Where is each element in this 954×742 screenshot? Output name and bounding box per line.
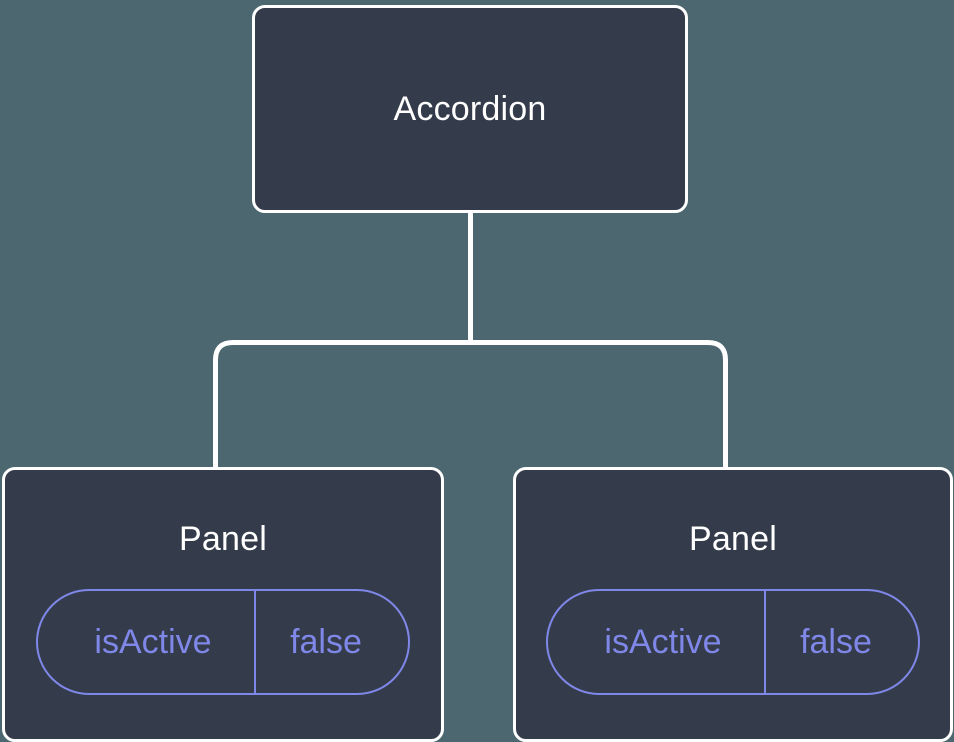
prop-pill-panel-2[interactable]: isActive false	[546, 589, 920, 695]
node-panel-2[interactable]: Panel isActive false	[513, 467, 953, 742]
prop-pill-panel-1[interactable]: isActive false	[36, 589, 410, 695]
node-accordion[interactable]: Accordion	[252, 5, 688, 213]
node-panel-1[interactable]: Panel isActive false	[2, 467, 444, 742]
connector-branch-bus	[213, 340, 728, 470]
prop-pill-panel-2-key: isActive	[604, 623, 722, 661]
prop-pill-panel-1-key: isActive	[94, 623, 212, 661]
node-panel-1-label: Panel	[179, 520, 267, 558]
prop-pill-panel-1-value: false	[254, 591, 408, 693]
prop-pill-panel-2-value: false	[764, 591, 918, 693]
node-panel-2-label: Panel	[689, 520, 777, 558]
node-accordion-label: Accordion	[393, 90, 547, 128]
